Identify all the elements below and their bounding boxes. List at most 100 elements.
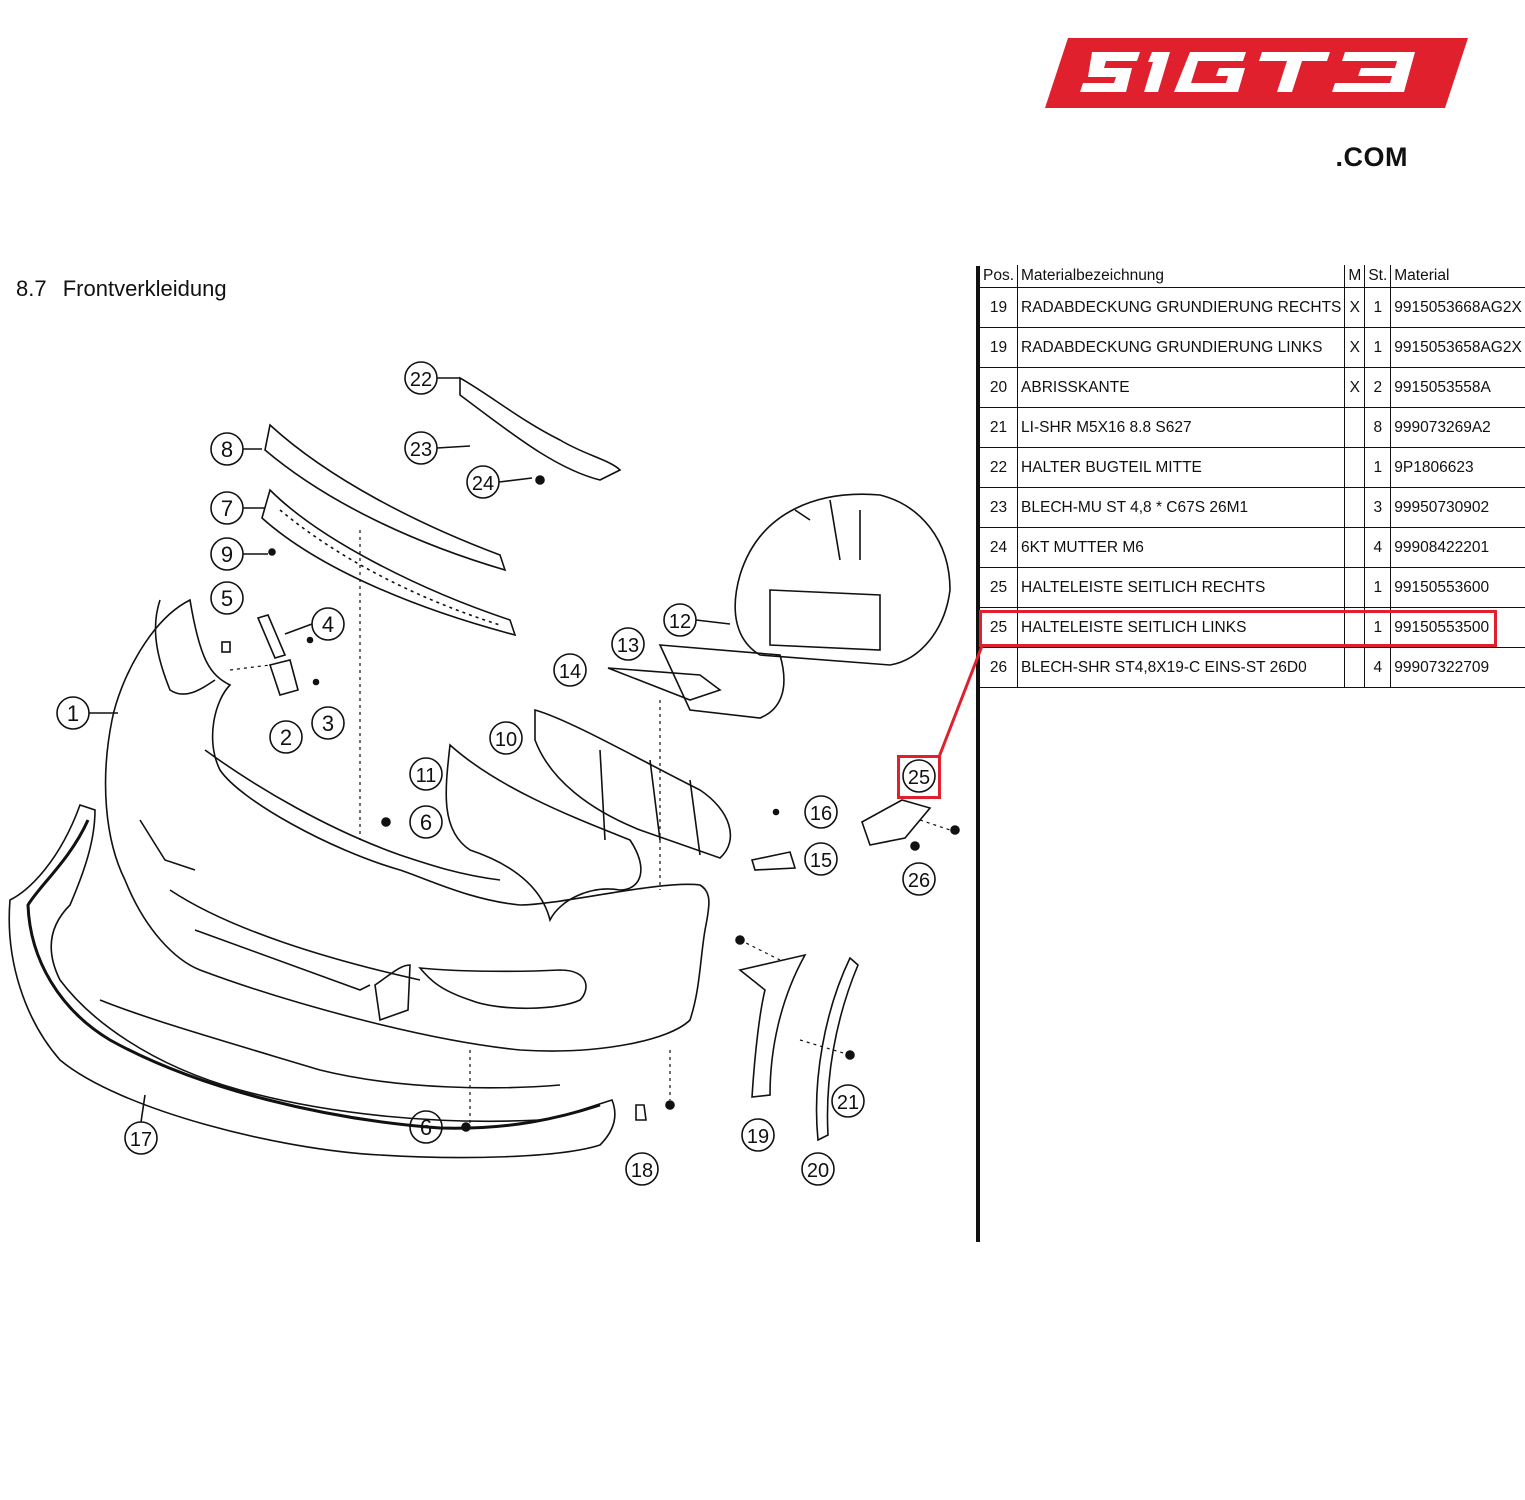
cell-pos: 24 xyxy=(980,527,1018,568)
svg-text:9: 9 xyxy=(221,542,233,567)
callout-12: 12 xyxy=(663,603,731,637)
svg-text:2: 2 xyxy=(280,725,292,750)
cell-description: RADABDECKUNG GRUNDIERUNG RECHTS xyxy=(1017,287,1345,328)
cell-pos: 21 xyxy=(980,407,1018,448)
svg-text:7: 7 xyxy=(221,496,233,521)
table-row[interactable]: 19 RADABDECKUNG GRUNDIERUNG RECHTS X 1 9… xyxy=(980,287,1525,328)
svg-text:17: 17 xyxy=(130,1129,152,1151)
callout-23: 23 xyxy=(404,431,471,465)
cell-material: 9915053658AG2X xyxy=(1390,327,1525,368)
header-material: Material xyxy=(1390,265,1525,288)
svg-text:13: 13 xyxy=(617,635,639,657)
part-clip-5 xyxy=(221,641,231,653)
callout-26: 26 xyxy=(902,862,936,896)
cell-m xyxy=(1344,487,1365,528)
svg-text:10: 10 xyxy=(495,729,517,751)
part-upper-grille-strip xyxy=(264,423,507,572)
part-lower-grille-frame xyxy=(261,488,517,637)
cell-m xyxy=(1344,447,1365,488)
cell-material: 999073269A2 xyxy=(1390,407,1525,448)
callout-22: 22 xyxy=(404,361,460,395)
callout-9: 9 xyxy=(210,537,268,571)
table-row[interactable]: 21 LI-SHR M5X16 8.8 S627 8 999073269A2 xyxy=(980,407,1525,448)
brand-logo[interactable]: .COM xyxy=(1040,30,1480,172)
table-header-row: Pos. Materialbezeichnung M St. Material xyxy=(980,265,1525,288)
cell-description: HALTER BUGTEIL MITTE xyxy=(1017,447,1345,488)
svg-text:18: 18 xyxy=(631,1160,653,1182)
cell-st: 1 xyxy=(1364,447,1391,488)
svg-text:16: 16 xyxy=(810,803,832,825)
callout-16: 16 xyxy=(804,795,838,829)
fastener-group xyxy=(268,475,960,1132)
table-row[interactable]: 22 HALTER BUGTEIL MITTE 1 9P1806623 xyxy=(980,447,1525,488)
part-front-lip xyxy=(8,803,616,1159)
part-spoiler-edge xyxy=(815,956,859,1142)
section-title: 8.7 Frontverkleidung xyxy=(16,276,227,302)
part-lower-mesh xyxy=(445,743,642,923)
part-side-support xyxy=(734,493,951,666)
header-pos: Pos. xyxy=(980,265,1018,288)
callout-14: 14 xyxy=(553,653,587,687)
table-row-highlighted[interactable]: 25 HALTELEISTE SEITLICH LINKS 1 99150553… xyxy=(980,607,1525,648)
part-air-duct xyxy=(658,644,785,719)
cell-description: LI-SHR M5X16 8.8 S627 xyxy=(1017,407,1345,448)
svg-text:5: 5 xyxy=(221,586,233,611)
callout-6a: 6 xyxy=(409,805,443,839)
cell-pos: 23 xyxy=(980,487,1018,528)
svg-text:20: 20 xyxy=(807,1160,829,1182)
callout-13: 13 xyxy=(611,627,645,661)
svg-text:3: 3 xyxy=(322,711,334,736)
cell-pos: 25 xyxy=(980,607,1018,648)
header-description: Materialbezeichnung xyxy=(1017,265,1345,288)
table-row[interactable]: 26 BLECH-SHR ST4,8X19-C EINS-ST 26D0 4 9… xyxy=(980,647,1525,688)
cell-pos: 26 xyxy=(980,647,1018,688)
callout-24: 24 xyxy=(466,465,533,499)
exploded-parts-diagram: 1 2 3 4 5 6 6 7 8 9 10 11 12 13 14 15 16… xyxy=(8,361,960,1186)
svg-text:6: 6 xyxy=(420,810,432,835)
part-side-retainer xyxy=(861,799,932,846)
table-row[interactable]: 23 BLECH-MU ST 4,8 * C67S 26M1 3 9995073… xyxy=(980,487,1525,528)
part-bracket-4 xyxy=(256,614,287,659)
logo-domain: .COM xyxy=(1335,142,1408,172)
parts-table: Pos. Materialbezeichnung M St. Material … xyxy=(980,265,1525,688)
svg-text:8: 8 xyxy=(221,437,233,462)
cell-m xyxy=(1344,607,1365,648)
callout-15: 15 xyxy=(804,842,838,876)
table-row[interactable]: 19 RADABDECKUNG GRUNDIERUNG LINKS X 1 99… xyxy=(980,327,1525,368)
svg-text:23: 23 xyxy=(410,439,432,461)
cell-pos: 19 xyxy=(980,287,1018,328)
part-wheel-arch-cover xyxy=(738,953,807,1098)
callout-3: 3 xyxy=(311,706,345,740)
svg-text:24: 24 xyxy=(472,473,494,495)
section-number: 8.7 xyxy=(16,276,47,301)
callout-11: 11 xyxy=(409,757,443,791)
svg-text:1: 1 xyxy=(67,701,79,726)
callout-19: 19 xyxy=(741,1118,775,1152)
callout-4: 4 xyxy=(284,607,345,641)
cell-st: 4 xyxy=(1364,647,1391,688)
highlight-row-box xyxy=(979,610,1497,647)
table-row[interactable]: 24 6KT MUTTER M6 4 99908422201 xyxy=(980,527,1525,568)
cell-description: HALTELEISTE SEITLICH LINKS xyxy=(1017,607,1345,648)
cell-st: 1 xyxy=(1364,327,1391,368)
svg-text:6: 6 xyxy=(420,1115,432,1140)
table-row[interactable]: 25 HALTELEISTE SEITLICH RECHTS 1 9915055… xyxy=(980,567,1525,608)
cell-description: BLECH-MU ST 4,8 * C67S 26M1 xyxy=(1017,487,1345,528)
callout-2: 2 xyxy=(269,720,303,754)
svg-text:22: 22 xyxy=(410,369,432,391)
cell-m: X xyxy=(1344,367,1365,408)
callout-21: 21 xyxy=(831,1084,865,1118)
svg-text:19: 19 xyxy=(747,1126,769,1148)
svg-text:15: 15 xyxy=(810,850,832,872)
cell-pos: 25 xyxy=(980,567,1018,608)
svg-text:25: 25 xyxy=(908,767,930,789)
cell-pos: 22 xyxy=(980,447,1018,488)
cell-description: BLECH-SHR ST4,8X19-C EINS-ST 26D0 xyxy=(1017,647,1345,688)
cell-st: 1 xyxy=(1364,287,1391,328)
table-row[interactable]: 20 ABRISSKANTE X 2 9915053558A xyxy=(980,367,1525,408)
cell-m xyxy=(1344,407,1365,448)
svg-text:26: 26 xyxy=(908,870,930,892)
cell-material: 99908422201 xyxy=(1390,527,1525,568)
svg-text:11: 11 xyxy=(416,765,437,787)
cell-description: ABRISSKANTE xyxy=(1017,367,1345,408)
